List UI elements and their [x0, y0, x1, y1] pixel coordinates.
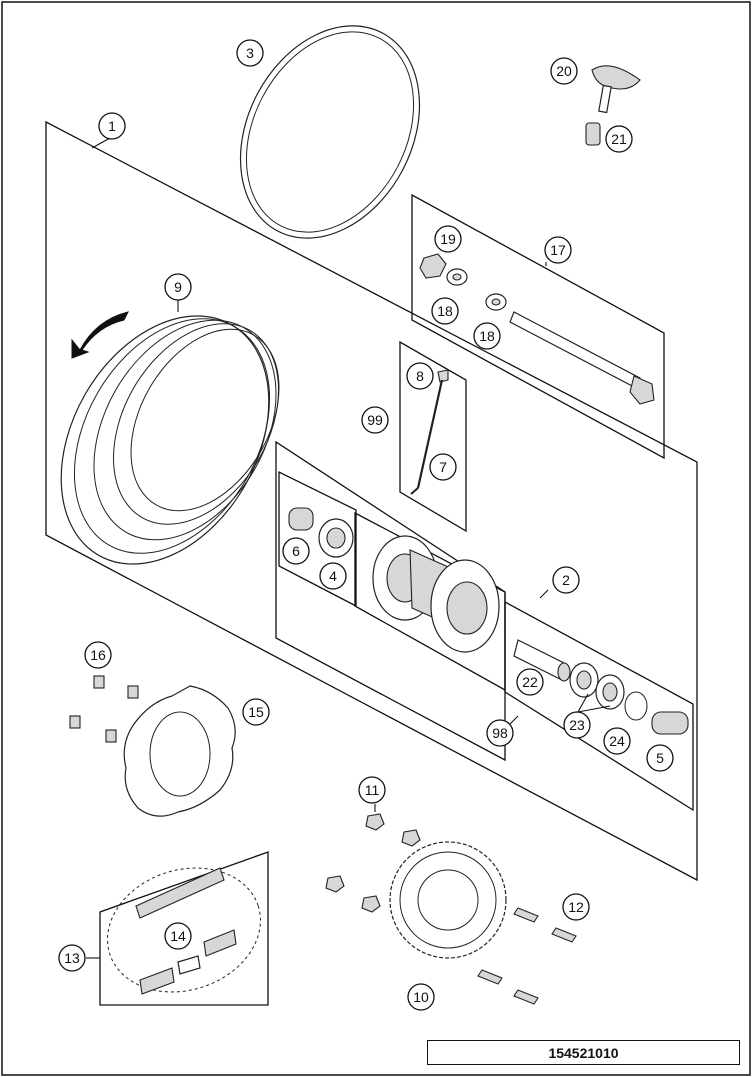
valve-cap-part [591, 65, 641, 114]
svg-text:20: 20 [556, 63, 572, 79]
callout-2: 2 [552, 566, 580, 594]
svg-text:23: 23 [569, 717, 585, 733]
svg-text:1: 1 [108, 118, 116, 134]
hub-part [372, 535, 500, 653]
nut-part-group [325, 813, 421, 913]
washer-part-b [485, 293, 507, 311]
callout-9: 9 [164, 273, 192, 301]
callout-99: 99 [361, 406, 389, 434]
callout-5: 5 [646, 744, 674, 772]
leader-lines [86, 137, 611, 959]
callout-21: 21 [605, 125, 633, 153]
svg-text:12: 12 [568, 899, 584, 915]
svg-text:10: 10 [413, 989, 429, 1005]
spacer-part-right [651, 711, 689, 735]
frame-axle [411, 193, 665, 460]
svg-text:13: 13 [64, 950, 80, 966]
svg-text:98: 98 [492, 725, 508, 741]
svg-text:11: 11 [365, 782, 380, 798]
callout-4: 4 [319, 562, 347, 590]
bolt-part-group-a [69, 675, 139, 743]
frame-bearing-kit [504, 600, 694, 812]
rim-tape-part [239, 25, 421, 239]
callout-15: 15 [242, 698, 270, 726]
callout-20: 20 [550, 57, 578, 85]
callout-17: 17 [544, 236, 572, 264]
svg-text:24: 24 [609, 733, 625, 749]
bearing-part [318, 518, 354, 558]
bearing-part-right-a [569, 662, 599, 698]
brake-disc-part [123, 685, 236, 817]
nut-part [419, 253, 447, 279]
callout-16: 16 [84, 641, 112, 669]
callout-24: 24 [603, 727, 631, 755]
svg-text:18: 18 [437, 303, 453, 319]
spacer-part [288, 507, 314, 531]
svg-text:4: 4 [329, 568, 337, 584]
svg-text:99: 99 [367, 412, 383, 428]
sleeve-part [513, 639, 571, 682]
callout-3: 3 [236, 39, 264, 67]
svg-text:8: 8 [416, 368, 424, 384]
svg-text:19: 19 [440, 231, 456, 247]
rim-part [60, 315, 280, 565]
circlip-part [624, 691, 648, 721]
spoke-part [410, 369, 449, 495]
frame-hub [275, 440, 506, 762]
drawing-number: 154521010 [427, 1040, 740, 1065]
svg-text:17: 17 [550, 242, 566, 258]
callout-1: 1 [98, 112, 126, 140]
washer-part-a [446, 268, 468, 286]
bolt-part-group-b [477, 907, 577, 1005]
callout-8: 8 [406, 362, 434, 390]
valve-insert-part [585, 122, 601, 146]
sprocket-part [389, 841, 507, 959]
svg-text:2: 2 [562, 572, 570, 588]
callout-10: 10 [407, 983, 435, 1011]
callout-13: 13 [58, 944, 86, 972]
svg-text:9: 9 [174, 279, 182, 295]
svg-text:5: 5 [656, 750, 664, 766]
svg-text:22: 22 [522, 674, 538, 690]
svg-text:7: 7 [439, 459, 447, 475]
rotation-arrow-icon [71, 311, 129, 359]
svg-text:21: 21 [611, 131, 627, 147]
svg-text:16: 16 [90, 647, 106, 663]
frame-wheel-assembly [45, 120, 698, 882]
axle-part [509, 311, 655, 405]
chain-part [107, 867, 261, 995]
bearing-part-right-b [595, 674, 625, 710]
svg-text:18: 18 [479, 328, 495, 344]
svg-text:15: 15 [248, 704, 264, 720]
callout-22: 22 [516, 668, 544, 696]
callout-7: 7 [429, 453, 457, 481]
svg-text:3: 3 [246, 45, 254, 61]
svg-text:6: 6 [292, 543, 300, 559]
callout-11: 11 [358, 776, 386, 804]
callout-6: 6 [282, 537, 310, 565]
callout-98: 98 [486, 719, 514, 747]
callout-23: 23 [563, 711, 591, 739]
callout-19: 19 [434, 225, 462, 253]
frame-spoke [399, 340, 467, 533]
svg-text:14: 14 [170, 928, 186, 944]
callout-18a: 18 [431, 297, 459, 325]
callout-14: 14 [164, 922, 192, 950]
callout-18b: 18 [473, 322, 501, 350]
callout-12: 12 [562, 893, 590, 921]
